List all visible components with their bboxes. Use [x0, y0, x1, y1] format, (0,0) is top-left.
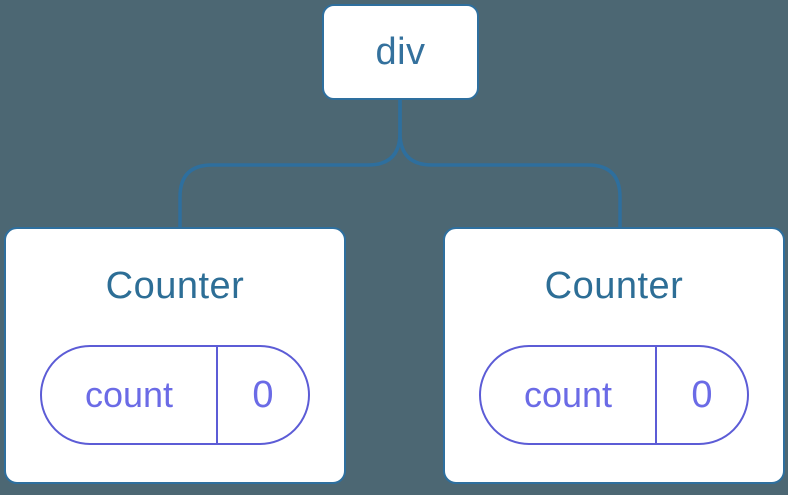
counter-component-card-1: Counter count 0: [4, 227, 346, 484]
state-pill: count 0: [40, 345, 310, 445]
state-value-cell: 0: [657, 347, 747, 443]
root-element-node: div: [322, 4, 479, 100]
connector-left-branch: [178, 100, 402, 228]
state-key-label: count: [523, 374, 613, 415]
state-key-label: count: [84, 374, 174, 415]
state-value-cell: 0: [218, 347, 308, 443]
component-title: Counter: [544, 265, 684, 307]
state-pill: count 0: [479, 345, 749, 445]
component-title: Counter: [105, 265, 245, 307]
state-value-label: 0: [252, 373, 274, 416]
counter-component-card-2: Counter count 0: [443, 227, 785, 484]
state-value-label: 0: [691, 373, 713, 416]
state-key-cell: count: [481, 347, 657, 443]
state-key-cell: count: [42, 347, 218, 443]
connector-right-branch: [398, 100, 622, 228]
root-node-label: div: [375, 30, 426, 73]
